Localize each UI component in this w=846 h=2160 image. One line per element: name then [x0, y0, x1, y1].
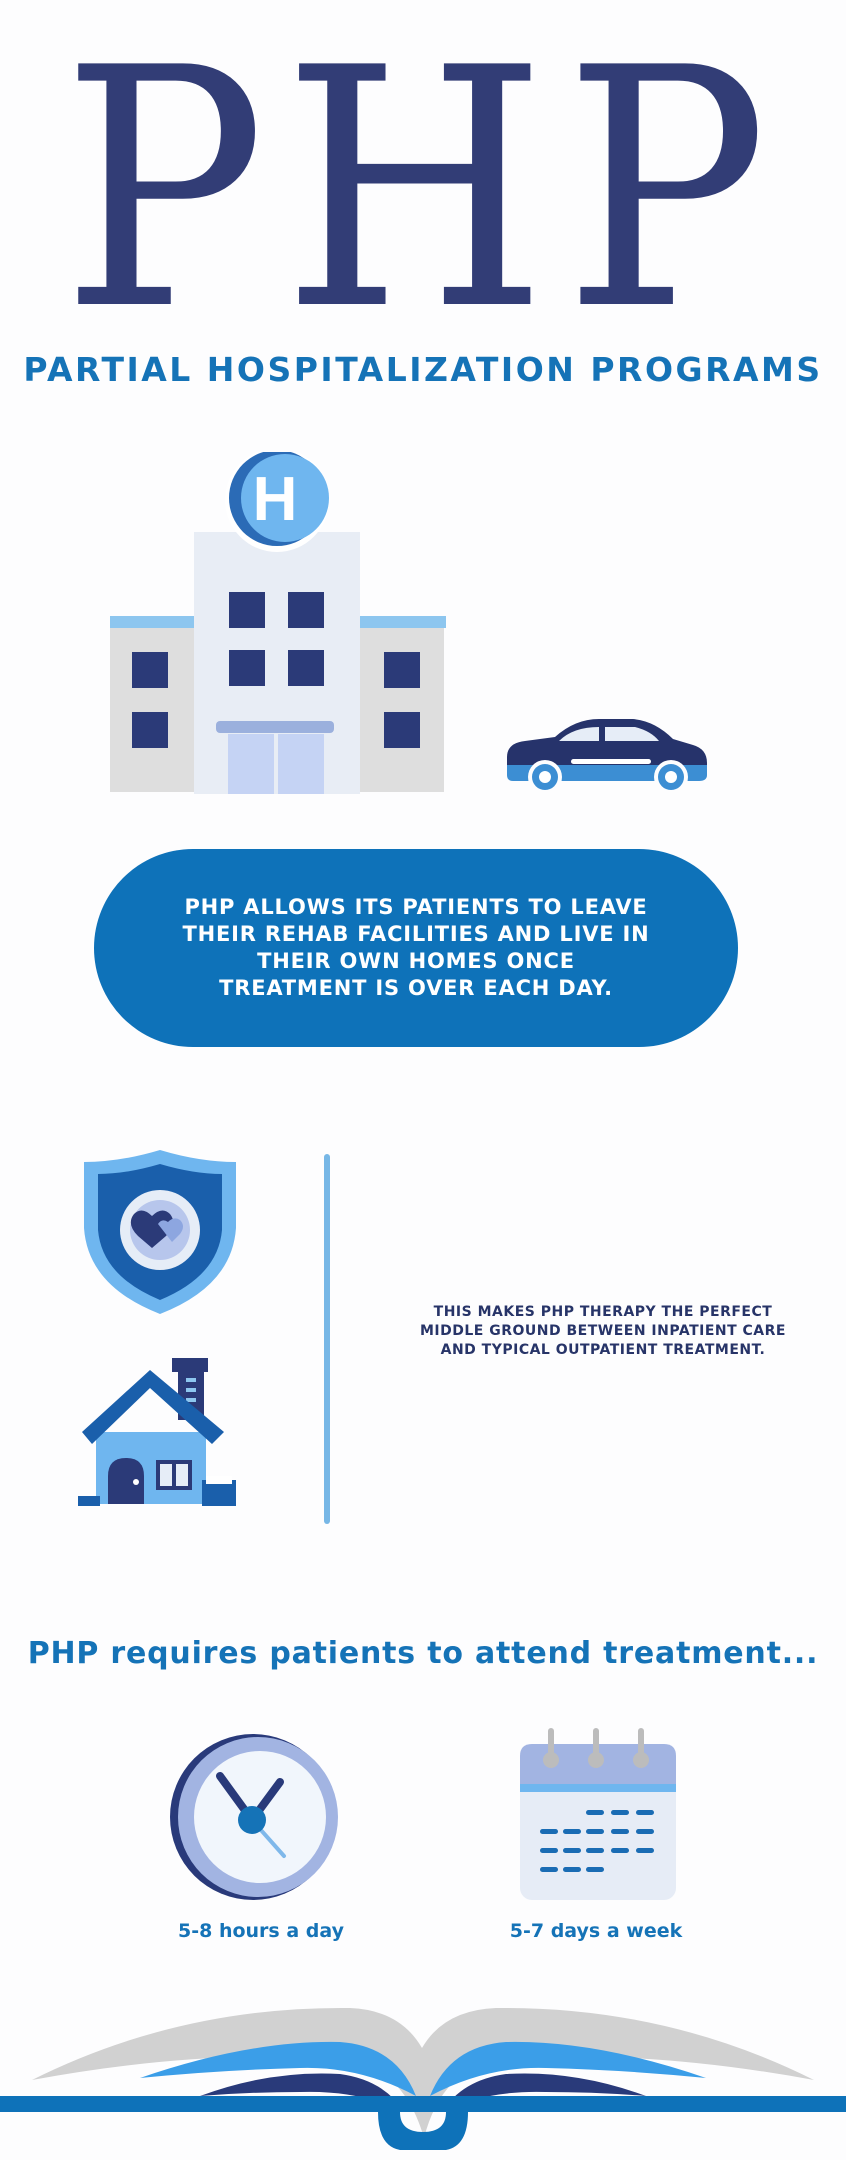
hospital-sign-letter: H: [253, 465, 298, 534]
house-icon: [78, 1358, 236, 1506]
calendar-icon: [520, 1728, 676, 1900]
open-book-icon: [0, 2007, 846, 2150]
requirements-heading: PHP requires patients to attend treatmen…: [27, 1636, 819, 1671]
hospital-icon: H: [110, 452, 446, 794]
intro-text: PHP ALLOWS ITS PATIENTS TO LEAVE THEIR R…: [182, 895, 650, 1000]
days-caption: 5-7 days a week: [509, 1920, 683, 1942]
middle-statement: THIS MAKES PHP THERAPY THE PERFECT MIDDL…: [419, 1304, 786, 1358]
page-subtitle: PARTIAL HOSPITALIZATION PROGRAMS: [23, 350, 823, 389]
vertical-divider: [324, 1154, 330, 1524]
car-icon: [507, 719, 707, 794]
intro-banner: PHP ALLOWS ITS PATIENTS TO LEAVE THEIR R…: [94, 849, 738, 1047]
hours-caption: 5-8 hours a day: [178, 1920, 344, 1942]
clock-icon: [170, 1734, 338, 1900]
page-title: PHP: [61, 0, 785, 382]
shield-heart-icon: [84, 1150, 236, 1314]
